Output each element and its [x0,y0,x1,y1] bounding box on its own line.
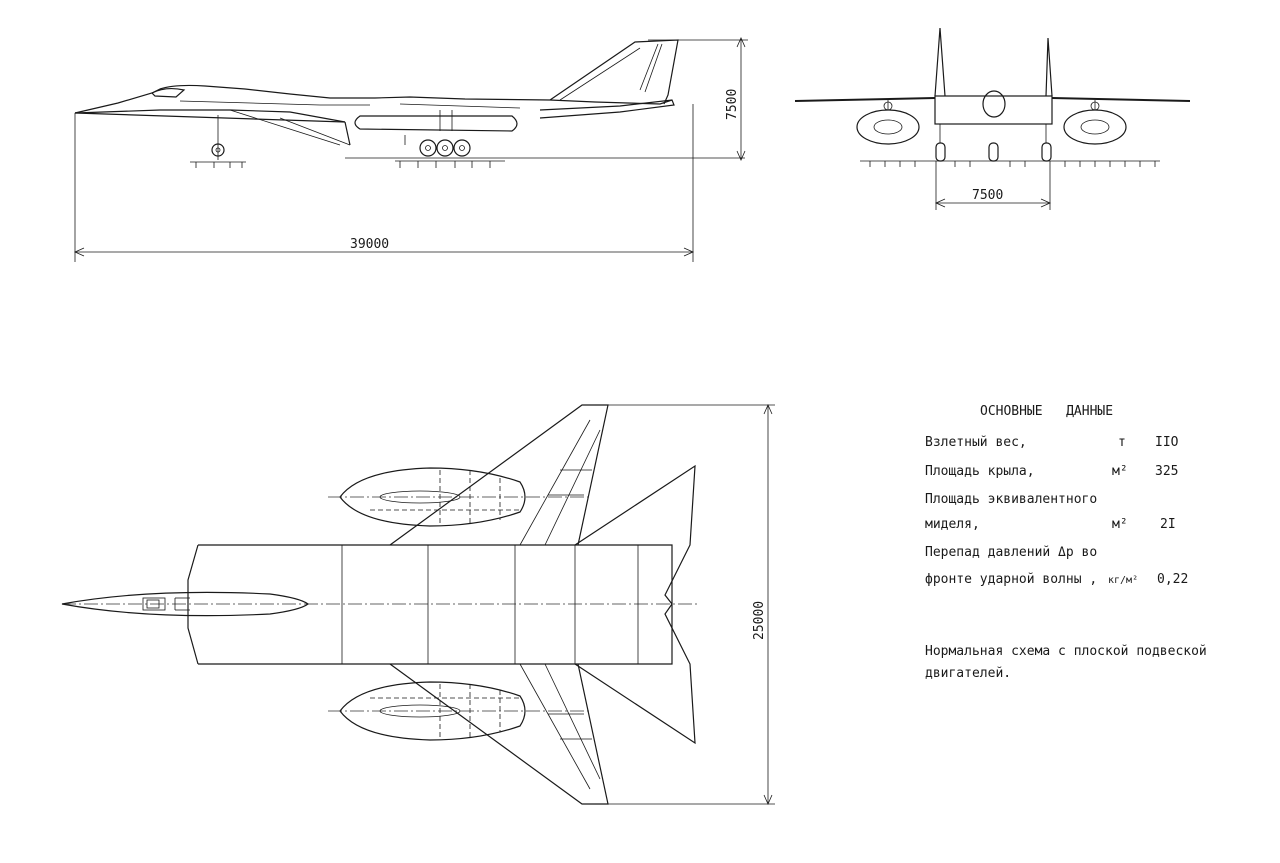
spec-unit: т [1118,435,1126,450]
spec-unit: м² [1112,464,1128,479]
specs-heading: ОСНОВНЫЕ ДАННЫЕ [980,404,1113,419]
specs-note-line2: двигателей. [925,666,1011,681]
side-view: 7500 39000 [74,37,748,262]
spec-value: 325 [1155,464,1178,479]
track-dimension: 7500 [972,188,1003,203]
spec-label: миделя, [925,517,980,532]
nose-gear [190,115,246,168]
spec-label: фронте ударной волны , [925,572,1097,587]
spec-value: 0,22 [1157,572,1188,587]
plan-view: 25000 [61,404,775,805]
spec-label: Взлетный вес, [925,435,1027,450]
length-dimension: 39000 [350,237,389,252]
spec-label: Площадь крыла, [925,464,1035,479]
spec-label: Перепад давлений Δр во [925,545,1097,560]
height-dimension: 7500 [725,89,740,120]
spec-value: IIO [1155,435,1179,450]
spec-value: 2I [1160,517,1176,532]
span-dimension: 25000 [752,601,767,640]
specifications-block: ОСНОВНЫЕ ДАННЫЕ Взлетный вес, т IIO Площ… [925,404,1207,681]
front-view: 7500 [794,27,1191,210]
spec-unit: м² [1112,517,1128,532]
spec-unit: кг/м² [1108,575,1138,586]
main-gear [395,135,505,168]
spec-label: Площадь эквивалентного [925,492,1097,507]
specs-note-line1: Нормальная схема с плоской подвеской [925,644,1207,659]
